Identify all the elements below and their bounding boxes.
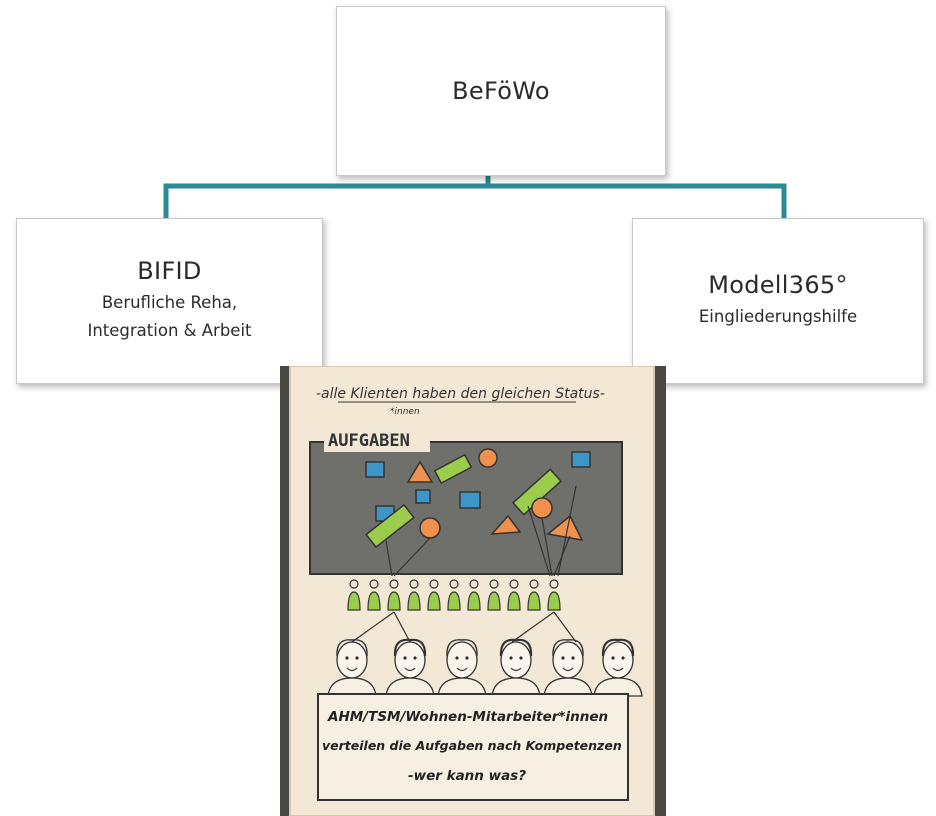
shape-bar (433, 453, 473, 485)
staff-faces-row (327, 638, 643, 697)
root-node-befowo: BeFöWo (336, 6, 666, 176)
client-figure (347, 579, 361, 611)
client-figure (407, 579, 421, 611)
staff-face (327, 639, 377, 697)
client-figure (427, 579, 441, 611)
staff-face (437, 639, 487, 697)
child-node-modell365: Modell365° Eingliederungshilfe (632, 218, 924, 384)
child-node-subtitle-line: Integration & Arbeit (87, 321, 252, 340)
child-node-bifid: BIFID Berufliche Reha, Integration & Arb… (16, 218, 323, 384)
shape-square (415, 489, 431, 504)
child-node-title: Modell365° (708, 271, 848, 299)
tasks-label: AUFGABEN (328, 431, 410, 451)
client-figure (507, 579, 521, 611)
header-line-text: -alle Klienten haben den gleichen Status… (316, 386, 605, 402)
client-figure (487, 579, 501, 611)
client-figure (547, 579, 561, 611)
shape-bar (365, 503, 415, 549)
shape-circle (419, 517, 441, 539)
child-node-subtitle-line: Berufliche Reha, (101, 293, 238, 312)
client-figure (467, 579, 481, 611)
caption-line: AHM/TSM/Wohnen-Mitarbeiter*innen (327, 709, 608, 725)
shape-triangle (406, 460, 434, 483)
flipchart-photo: -alle Klienten haben den gleichen Status… (280, 366, 666, 816)
client-figure (367, 579, 381, 611)
client-figures-row (347, 579, 561, 611)
caption-board (317, 693, 629, 801)
client-figure (387, 579, 401, 611)
shape-circle (478, 448, 498, 468)
shape-triangle (490, 514, 522, 535)
staff-face (491, 638, 541, 697)
child-node-title: BIFID (137, 257, 202, 285)
staff-face (543, 639, 593, 697)
shape-square (459, 491, 481, 509)
child-node-subtitle-line: Eingliederungshilfe (698, 307, 858, 326)
staff-face (385, 638, 435, 697)
shape-triangle (546, 514, 584, 541)
header-suffix-text: *innen (390, 407, 420, 417)
caption-line: -wer kann was? (408, 768, 526, 784)
shape-square (365, 461, 385, 478)
flipchart-drawing: -alle Klienten haben den gleichen Status… (289, 366, 655, 816)
client-figure (527, 579, 541, 611)
client-figure (447, 579, 461, 611)
shape-circle (531, 497, 553, 519)
root-node-title: BeFöWo (452, 77, 550, 105)
shape-square (571, 451, 591, 468)
staff-face (593, 638, 643, 697)
caption-line: verteilen die Aufgaben nach Kompetenzen (322, 738, 622, 753)
